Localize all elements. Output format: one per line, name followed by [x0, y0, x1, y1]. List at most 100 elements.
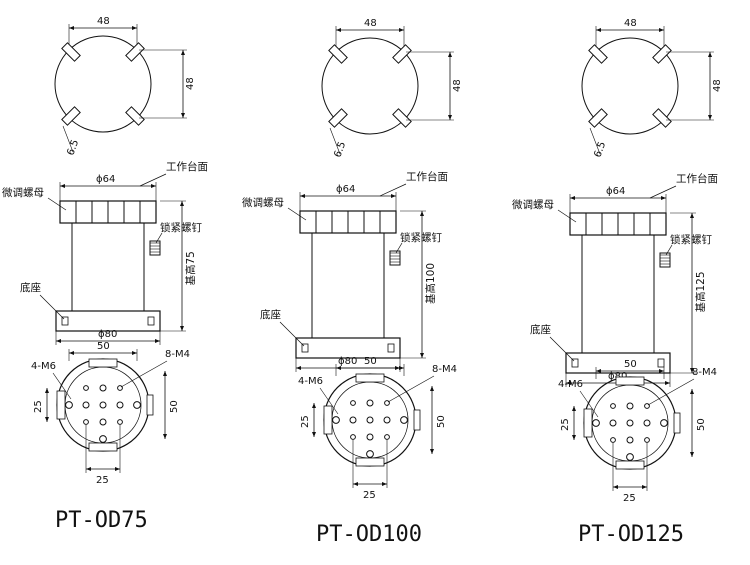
model-caption: PT-OD75: [55, 508, 148, 533]
mount-hole: [626, 419, 634, 427]
arrowhead: [399, 366, 404, 370]
slot-label: 6.5: [332, 140, 348, 159]
height-label: 48: [185, 77, 196, 90]
arrowhead: [448, 52, 452, 57]
arrowhead: [690, 389, 694, 394]
grid-v-label: 25: [33, 400, 44, 413]
arrowhead: [353, 482, 358, 486]
lock-screw-label: 锁紧螺钉: [670, 233, 712, 246]
arrowhead: [570, 196, 575, 200]
work-table-leader: [139, 173, 167, 187]
arrowhead: [572, 435, 576, 440]
mount-hole: [626, 402, 634, 410]
arrowhead: [180, 326, 184, 331]
arrowhead: [151, 184, 156, 188]
base-hole: [301, 343, 309, 353]
arrowhead: [596, 28, 601, 32]
lock-screw-leader: [155, 232, 163, 244]
arrowhead: [336, 28, 341, 32]
base-plate: [295, 337, 401, 359]
mount-hole: [99, 435, 107, 443]
base-leader: [39, 294, 65, 320]
arrowhead: [708, 52, 712, 57]
grid-h-label: 25: [96, 475, 109, 486]
width-label: 48: [624, 18, 637, 29]
base-hole: [147, 316, 155, 326]
top-disc: [581, 37, 679, 135]
base-hole: [387, 343, 395, 353]
mount-hole: [82, 401, 90, 409]
bottom-notch: [88, 358, 118, 368]
adjust-knob: [413, 409, 421, 431]
height-label: 基高100: [424, 263, 437, 304]
holes-m6-leader: [579, 390, 599, 418]
arrowhead: [69, 26, 74, 30]
work-table-label: 工作台面: [406, 170, 448, 183]
top-diameter-label: ϕ64: [96, 174, 115, 185]
arrowhead: [690, 368, 694, 373]
work-table-leader: [649, 185, 677, 199]
height-label: 48: [452, 79, 463, 92]
arrowhead: [708, 115, 712, 120]
bottom-inner-ring: [331, 381, 409, 459]
height-label: 基高75: [184, 251, 197, 285]
mount-hole: [660, 419, 668, 427]
arrowhead: [312, 432, 316, 437]
mounting-slot: [328, 44, 348, 64]
holes-m4-leader: [120, 360, 168, 388]
mount-hole: [643, 419, 651, 427]
slot-leader: [62, 125, 74, 153]
arrowhead: [566, 381, 571, 385]
model-caption: PT-OD100: [316, 522, 422, 547]
mount-hole: [83, 419, 89, 425]
mount-hole: [644, 403, 650, 409]
bottom-outer-ring: [583, 376, 677, 470]
width-label: 50: [364, 356, 377, 367]
work-table-label: 工作台面: [166, 160, 208, 173]
base-label: 底座: [530, 323, 551, 336]
slot-leader: [329, 127, 341, 155]
mounting-slot: [125, 106, 145, 126]
adjust-knob: [673, 412, 681, 434]
bottom-notch: [615, 460, 645, 470]
arrowhead: [659, 369, 664, 373]
model-caption: PT-OD125: [578, 522, 684, 547]
lock-screw-leader: [395, 242, 403, 254]
bottom-notch: [583, 408, 593, 438]
grid-h-label: 25: [623, 493, 636, 504]
mount-hole: [350, 434, 356, 440]
fine-nut-leader: [557, 209, 577, 223]
bottom-inner-ring: [591, 384, 669, 462]
arrowhead: [430, 386, 434, 391]
arrowhead: [296, 366, 301, 370]
mount-hole: [400, 416, 408, 424]
work-table-leader: [379, 183, 407, 197]
mount-hole: [65, 401, 73, 409]
holes-m6-label: 4-M6: [558, 379, 583, 390]
mount-hole: [366, 399, 374, 407]
lock-screw-label: 锁紧螺钉: [400, 231, 442, 244]
arrowhead: [300, 194, 305, 198]
arrowhead: [163, 434, 167, 439]
bottom-outer-ring: [56, 358, 150, 452]
arrowhead: [448, 115, 452, 120]
mount-hole: [133, 401, 141, 409]
arrowhead: [665, 381, 670, 385]
fine-nut-label: 微调螺母: [2, 186, 44, 199]
holes-m6-label: 4-M6: [298, 376, 323, 387]
height-label: 50: [436, 415, 447, 428]
mount-hole: [83, 385, 89, 391]
arrowhead: [312, 403, 316, 408]
grid-h-label: 25: [363, 490, 376, 501]
base-diameter-label: ϕ80: [338, 356, 357, 367]
top-disc: [54, 35, 152, 133]
mounting-slot: [125, 42, 145, 62]
bottom-inner-ring: [64, 366, 142, 444]
column-body: [311, 232, 385, 339]
bottom-notch: [615, 376, 645, 386]
mount-hole: [99, 384, 107, 392]
base-plate: [565, 352, 671, 374]
